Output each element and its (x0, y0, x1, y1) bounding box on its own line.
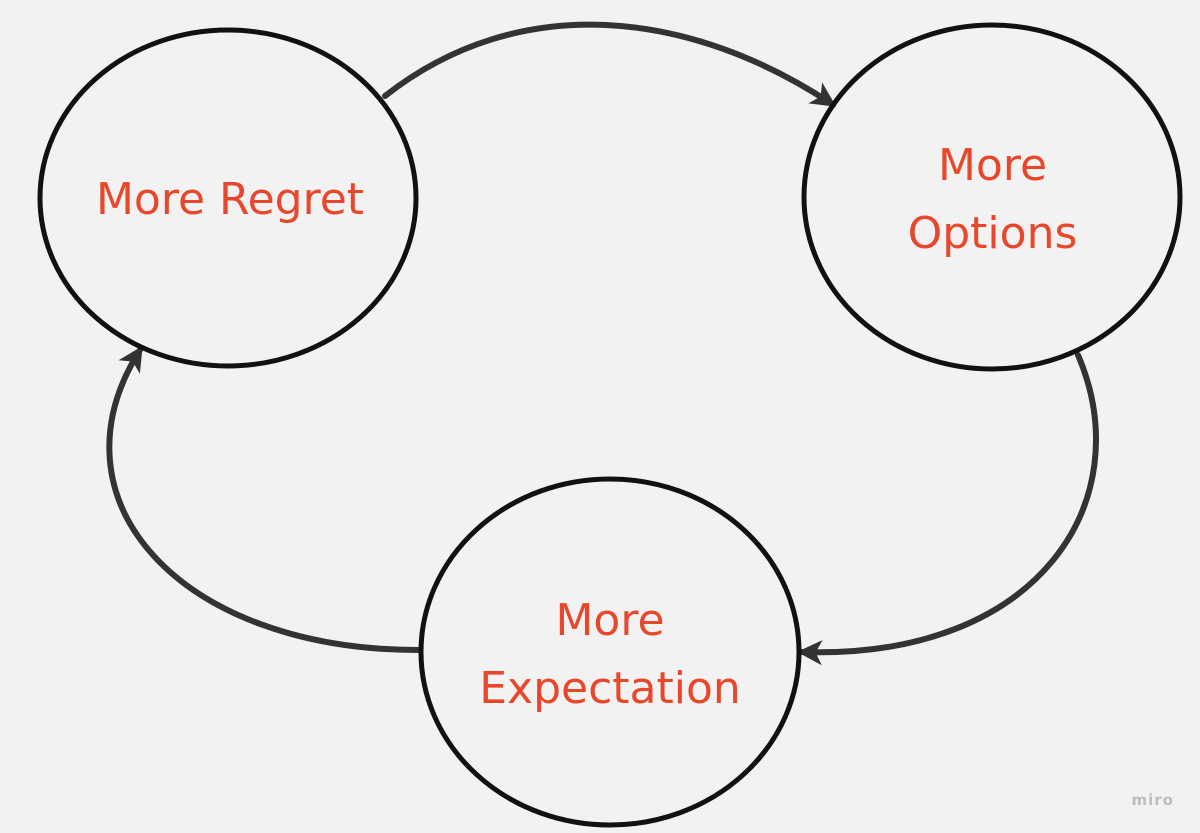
node-more-regret[interactable] (37, 27, 419, 369)
node-more-expectation[interactable] (418, 476, 802, 828)
miro-watermark: miro (1131, 791, 1174, 809)
node-more-options[interactable] (801, 22, 1183, 372)
edge-expectation-to-regret[interactable] (106, 345, 421, 653)
edge-options-to-expectation[interactable] (796, 352, 1099, 666)
edge-regret-to-options[interactable] (382, 21, 837, 107)
